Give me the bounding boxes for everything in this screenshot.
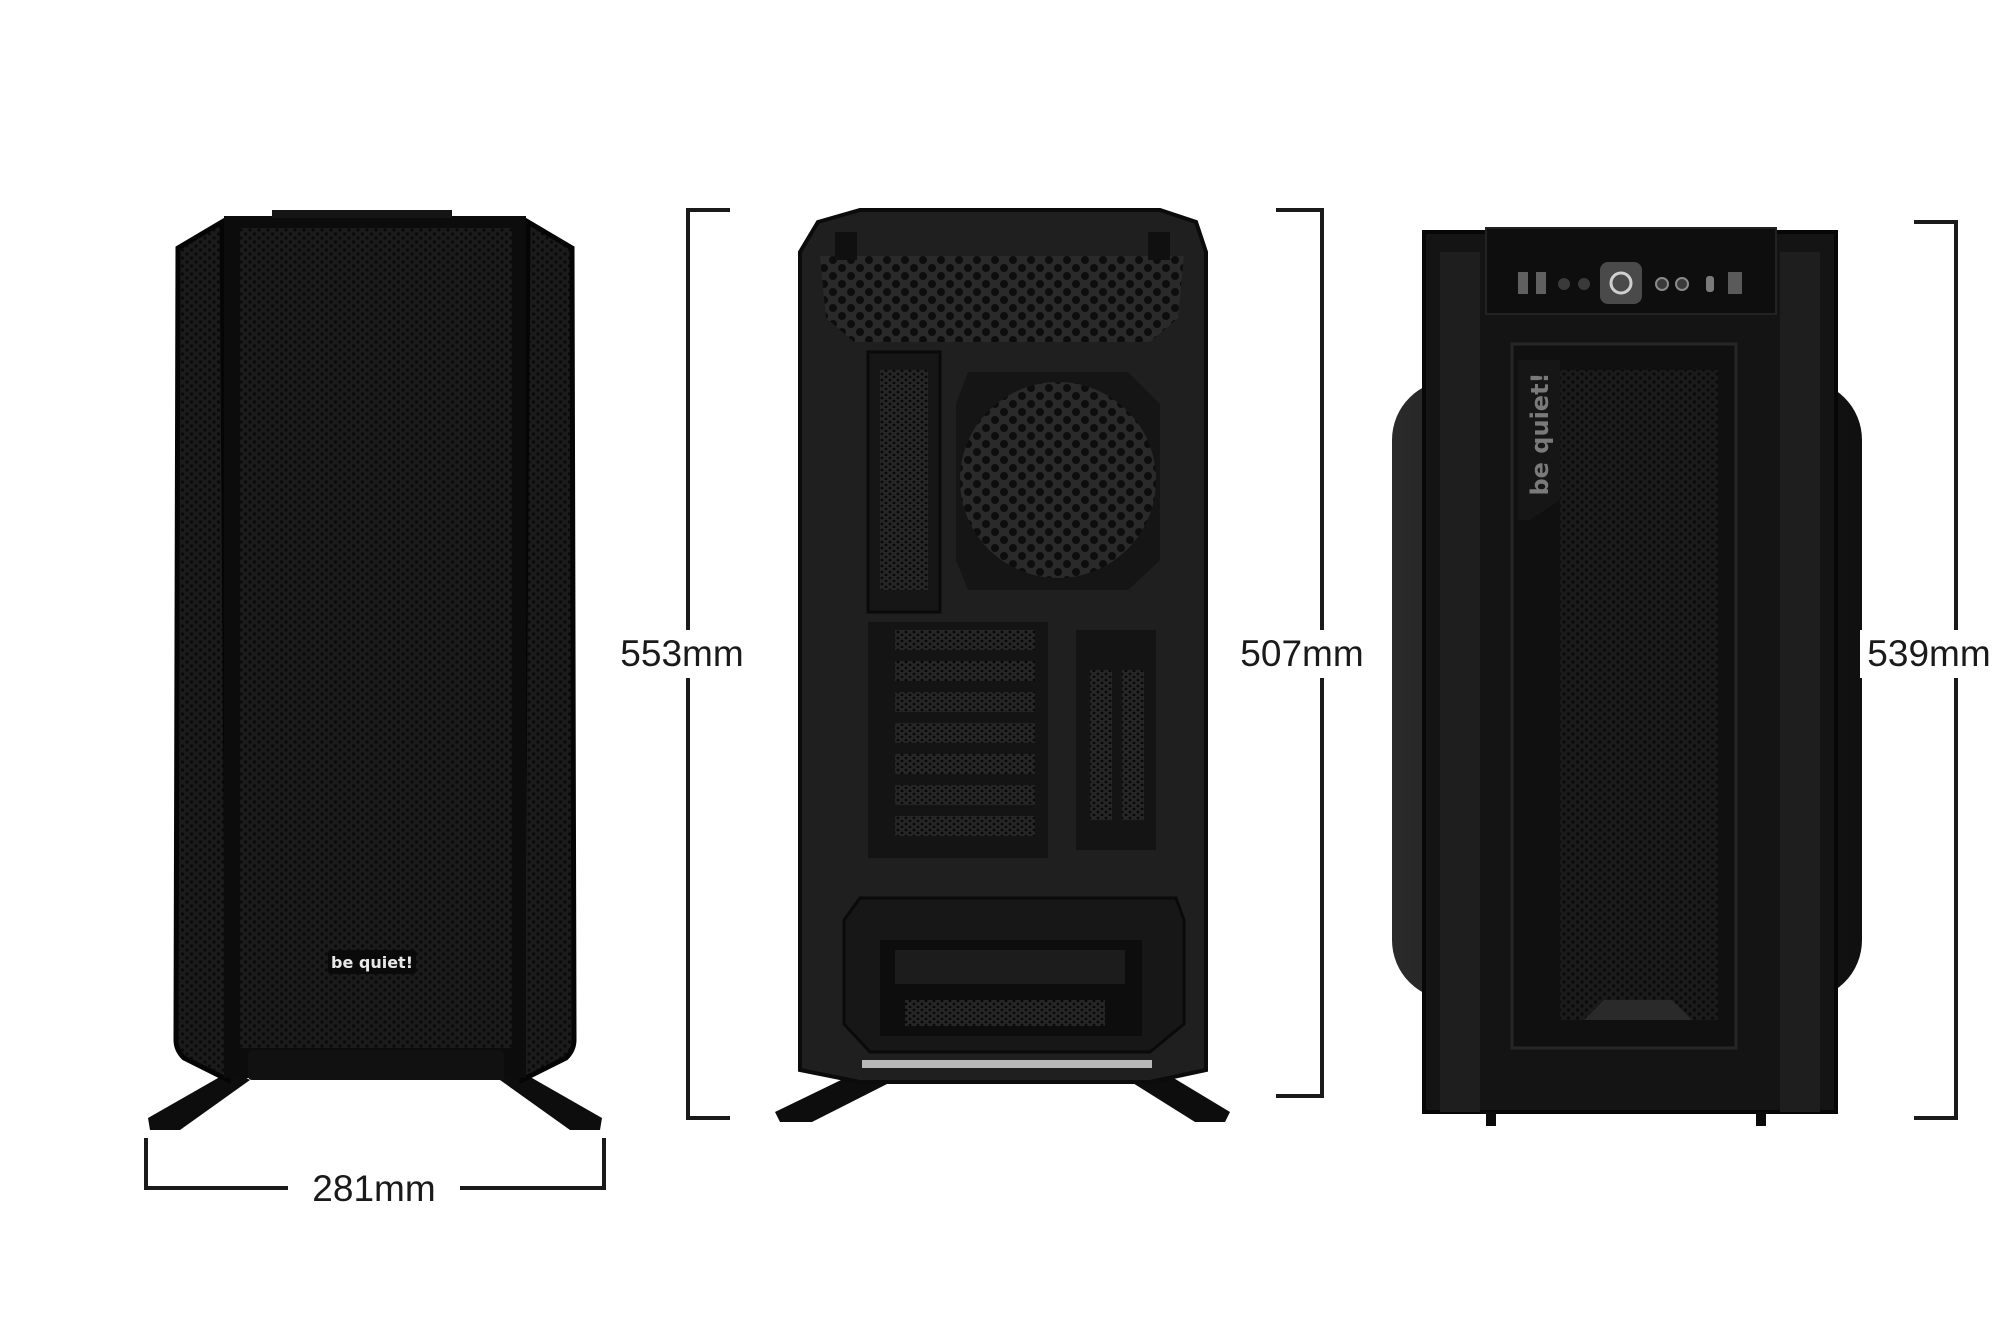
fan-switch bbox=[1728, 272, 1742, 294]
usb-port bbox=[1518, 272, 1528, 294]
audio-jack-icon bbox=[1578, 278, 1590, 290]
width-dimension: 281mm bbox=[144, 1138, 606, 1209]
led-button-icon bbox=[1675, 277, 1689, 291]
side-view-case: be quiet! bbox=[1392, 227, 1862, 1126]
audio-jack-icon bbox=[1558, 278, 1570, 290]
front-logo-plate bbox=[328, 950, 416, 974]
back-height-label: 507mm bbox=[1240, 633, 1363, 674]
side-height-dimension: 539mm bbox=[1860, 220, 1998, 1120]
front-bottom-bar bbox=[248, 1050, 504, 1080]
reset-button-icon bbox=[1655, 277, 1669, 291]
front-right-foot bbox=[500, 1070, 602, 1130]
usb-port bbox=[1536, 272, 1546, 294]
width-label: 281mm bbox=[312, 1168, 435, 1209]
back-view-case bbox=[775, 208, 1230, 1122]
power-button bbox=[1600, 262, 1642, 304]
front-height-dimension: 553mm bbox=[612, 208, 752, 1120]
front-left-wing bbox=[173, 217, 231, 1085]
expansion-slots bbox=[868, 622, 1048, 858]
front-right-wing bbox=[519, 217, 577, 1085]
top-vent bbox=[820, 256, 1184, 342]
power-icon bbox=[1609, 271, 1633, 295]
side-brand-logo: be quiet! bbox=[1526, 373, 1554, 496]
front-left-foot bbox=[148, 1070, 250, 1130]
side-intake-mesh bbox=[1560, 370, 1718, 1020]
back-height-dimension: 507mm bbox=[1226, 208, 1366, 1098]
usb-c-port bbox=[1706, 276, 1714, 292]
front-brand-logo: be quiet! bbox=[331, 953, 413, 972]
front-view-case: be quiet! bbox=[148, 210, 602, 1130]
side-height-label: 539mm bbox=[1867, 633, 1990, 674]
front-height-label: 553mm bbox=[620, 633, 743, 674]
front-mesh bbox=[240, 228, 512, 1048]
